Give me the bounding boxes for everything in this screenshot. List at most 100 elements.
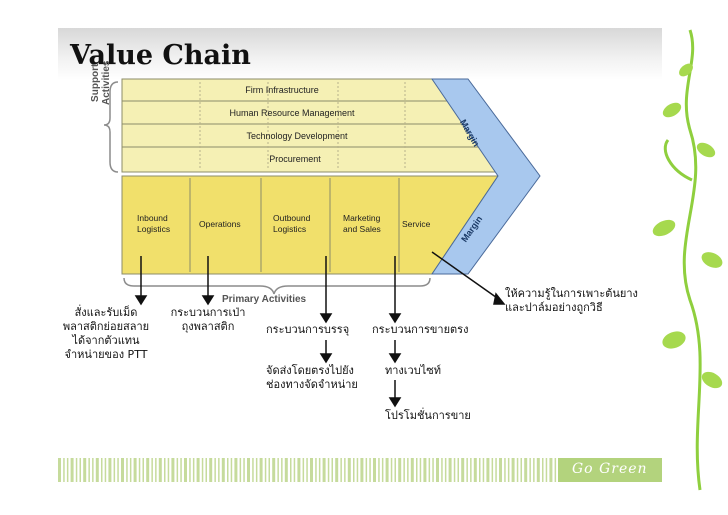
footer-logo-text: Go Green <box>572 461 648 477</box>
barcode-stripe <box>394 458 396 482</box>
barcode-stripe <box>272 458 276 482</box>
barcode-stripe <box>88 458 90 482</box>
barcode-stripe <box>491 458 494 482</box>
barcode-stripe <box>448 458 452 482</box>
barcode-stripe <box>542 458 544 482</box>
barcode-stripe <box>360 458 364 482</box>
arrow-head <box>319 313 333 324</box>
arrow-head <box>388 313 402 324</box>
leaf <box>652 219 676 237</box>
annotation-inbound: สั่งและรับเม็ด พลาสติกย่อยสลาย ได้จากตัว… <box>56 306 156 362</box>
barcode-stripe <box>239 458 242 482</box>
barcode-stripe <box>264 458 267 482</box>
barcode-stripe <box>66 458 69 482</box>
barcode-stripe <box>302 458 305 482</box>
vine-decoration <box>663 29 702 491</box>
arrow-head <box>201 295 215 306</box>
margin-band <box>431 78 541 275</box>
barcode-stripe <box>524 458 528 482</box>
barcode-stripe <box>536 458 540 482</box>
primary-bracket <box>123 277 431 295</box>
barcode-stripe <box>171 458 175 482</box>
barcode-stripe <box>126 458 128 482</box>
vine-tendril <box>663 139 693 182</box>
barcode-stripe <box>479 458 481 482</box>
barcode-stripe <box>129 458 132 482</box>
annotation-inbound-line-3: ได้จากตัวแทน <box>72 334 140 347</box>
barcode-stripe <box>453 458 456 482</box>
barcode-stripe <box>121 458 124 482</box>
barcode-stripe <box>353 458 355 482</box>
barcode-stripe <box>511 458 515 482</box>
barcode-stripe <box>196 458 200 482</box>
barcode-stripe <box>92 458 94 482</box>
support-activity-1: Firm Infrastructure <box>245 85 319 95</box>
arrow-head <box>388 353 402 364</box>
barcode-stripe <box>104 458 107 482</box>
arrow-head <box>388 397 402 408</box>
annotation-inbound-line-4: จำหน่ายของ PTT <box>64 348 148 361</box>
primary-activity-operations: Operations <box>199 219 241 230</box>
primary-activity-outbound: Outbound Logistics <box>273 213 310 235</box>
barcode-stripe <box>378 458 380 482</box>
vine-stem <box>682 29 702 491</box>
barcode-stripe <box>230 458 233 482</box>
support-activity-3: Technology Development <box>246 131 348 141</box>
barcode-stripe <box>436 458 439 482</box>
annotation-marketing-1: กระบวนการขายตรง <box>372 323 469 336</box>
primary-activity-service: Service <box>402 219 430 230</box>
barcode-stripe <box>146 458 150 482</box>
annotation-outbound-2: จัดส่งโดยตรงไปยัง ช่องทางจัดจำหน่าย <box>266 364 358 392</box>
barcode-stripe <box>423 458 427 482</box>
support-bracket <box>103 81 119 173</box>
barcode-stripe <box>284 458 288 482</box>
barcode-stripe <box>205 458 207 482</box>
support-activities-label-line-2: Activities <box>101 60 112 105</box>
barcode-stripe <box>277 458 279 482</box>
arrow-head <box>493 292 506 305</box>
barcode-stripe <box>416 458 418 482</box>
title-bar <box>58 28 662 80</box>
arrow-head <box>319 353 333 364</box>
barcode-stripe <box>164 458 166 482</box>
primary-activity-marketing: Marketing and Sales <box>343 213 381 235</box>
annotation-service-line-1: ให้ความรู้ในการเพาะต้นยาง <box>505 287 638 300</box>
annotation-operations-line-2: ถุงพลาสติก <box>181 320 235 333</box>
barcode-stripe <box>470 458 472 482</box>
barcode-stripe <box>533 458 535 482</box>
barcode-stripe <box>520 458 522 482</box>
barcode-stripe <box>192 458 195 482</box>
barcode-stripe <box>504 458 506 482</box>
barcode-stripe <box>167 458 170 482</box>
barcode-stripe <box>142 458 144 482</box>
barcode-stripe <box>209 458 213 482</box>
vine-leaves <box>652 63 723 389</box>
barcode-stripe <box>58 458 61 482</box>
barcode-stripe <box>486 458 490 482</box>
primary-activity-outbound-line-1: Outbound <box>273 213 311 223</box>
barcode-stripe <box>133 458 137 482</box>
annotation-outbound-2-line-1: จัดส่งโดยตรงไปยัง <box>266 364 354 377</box>
barcode-stripe <box>554 458 557 482</box>
primary-activity-inbound: Inbound Logistics <box>137 213 170 235</box>
leaf <box>701 252 723 268</box>
barcode-stripe <box>158 458 162 482</box>
primary-activity-inbound-line-2: Logistics <box>137 224 171 234</box>
barcode-stripe <box>221 458 225 482</box>
barcode-stripe <box>113 458 116 482</box>
barcode-stripe <box>293 458 296 482</box>
annotation-outbound-1: กระบวนการบรรจุ <box>266 323 350 336</box>
barcode-stripe <box>545 458 548 482</box>
barcode-stripe <box>369 458 371 482</box>
barcode-stripe <box>385 458 389 482</box>
primary-activity-outbound-line-2: Logistics <box>273 224 307 234</box>
barcode-stripe <box>381 458 384 482</box>
barcode-stripe <box>214 458 216 482</box>
leaf <box>662 102 682 118</box>
barcode-stripe <box>432 458 434 482</box>
barcode-stripe <box>290 458 292 482</box>
barcode-stripe <box>95 458 99 482</box>
barcode-stripe <box>419 458 422 482</box>
annotation-operations: กระบวนการเป่า ถุงพลาสติก <box>158 306 258 334</box>
leaf <box>696 142 716 158</box>
